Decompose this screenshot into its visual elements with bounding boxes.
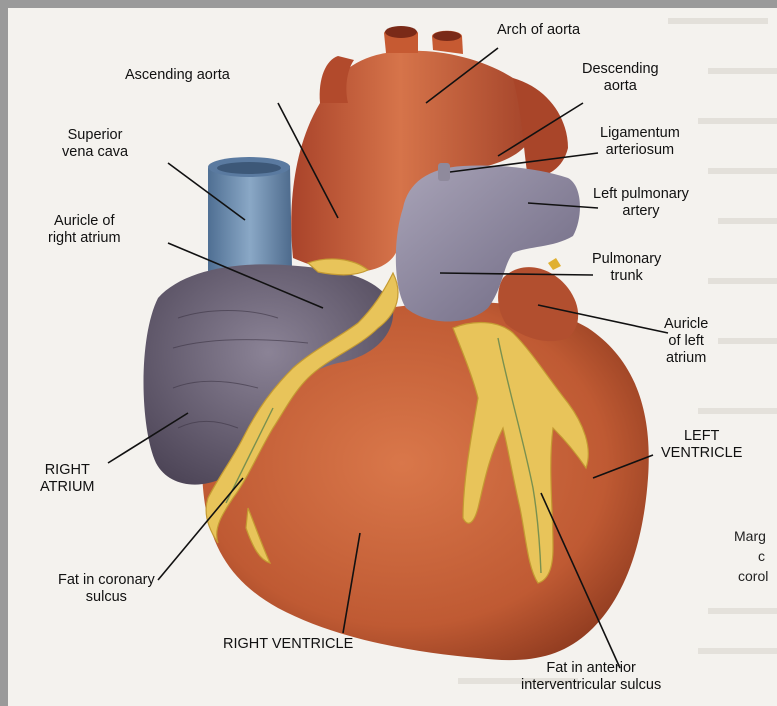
label-right-ventricle: RIGHT VENTRICLE bbox=[223, 636, 353, 653]
leader-arch-of-aorta bbox=[426, 48, 498, 103]
edge-text-c: c bbox=[758, 548, 765, 565]
leader-ascending-aorta bbox=[278, 103, 338, 218]
leader-left-pulmonary-artery bbox=[528, 203, 598, 208]
label-auricle-of-left-atrium: Auricle of left atrium bbox=[664, 316, 708, 367]
label-left-pulmonary-artery: Left pulmonary artery bbox=[593, 186, 689, 220]
label-superior-vena-cava: Superior vena cava bbox=[62, 127, 128, 161]
leader-auricle-right-atrium bbox=[168, 243, 323, 308]
leader-right-ventricle bbox=[343, 533, 360, 633]
label-left-ventricle: LEFT VENTRICLE bbox=[661, 428, 742, 462]
leader-fat-coronary bbox=[158, 478, 243, 580]
leader-right-atrium bbox=[108, 413, 188, 463]
edge-text-marg: Marg bbox=[734, 528, 766, 545]
label-fat-in-anterior-interventricular-sulcus: Fat in anterior interventricular sulcus bbox=[521, 660, 661, 694]
label-descending-aorta: Descending aorta bbox=[582, 61, 659, 95]
leader-superior-vena-cava bbox=[168, 163, 245, 220]
leader-left-ventricle bbox=[593, 455, 653, 478]
leader-fat-interventricular bbox=[541, 493, 620, 668]
leader-descending-aorta bbox=[498, 103, 583, 156]
label-ascending-aorta: Ascending aorta bbox=[125, 67, 230, 84]
label-pulmonary-trunk: Pulmonary trunk bbox=[592, 251, 661, 285]
edge-text-corol: corol bbox=[738, 568, 768, 585]
label-auricle-of-right-atrium: Auricle of right atrium bbox=[48, 213, 121, 247]
label-fat-in-coronary-sulcus: Fat in coronary sulcus bbox=[58, 572, 155, 606]
label-ligamentum-arteriosum: Ligamentum arteriosum bbox=[600, 125, 680, 159]
leader-auricle-left-atrium bbox=[538, 305, 668, 333]
leader-ligamentum bbox=[450, 153, 598, 172]
label-right-atrium: RIGHT ATRIUM bbox=[40, 462, 95, 496]
label-arch-of-aorta: Arch of aorta bbox=[497, 22, 580, 39]
leader-pulmonary-trunk bbox=[440, 273, 593, 275]
